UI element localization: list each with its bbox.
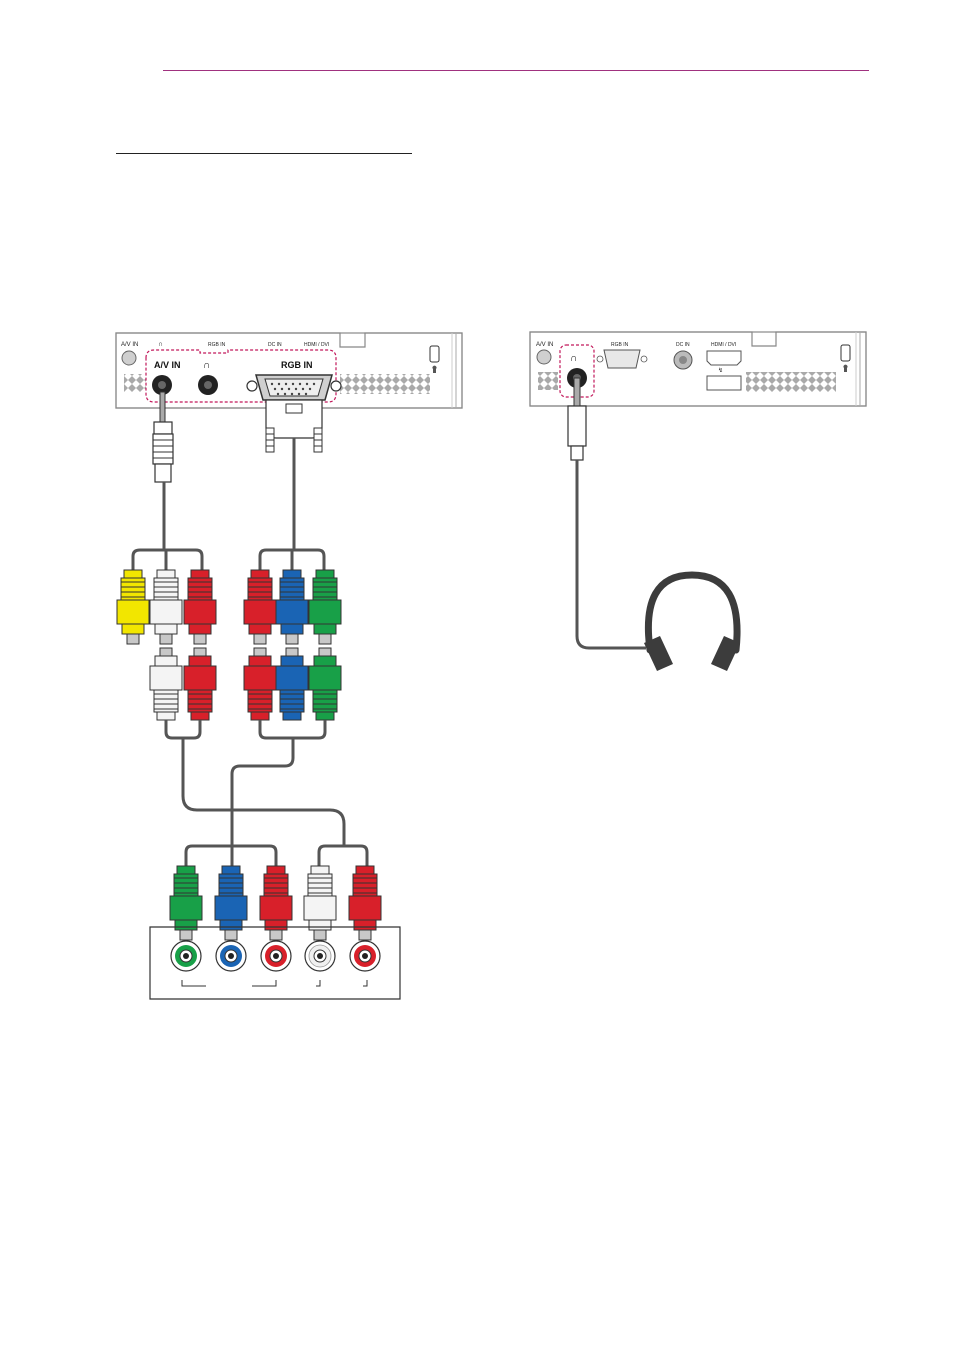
rca-plug-red-component-2	[244, 648, 276, 720]
rca-jack-white	[305, 941, 335, 971]
rca-plug-blue-component-2	[276, 648, 308, 720]
lock-icon-right	[844, 365, 848, 372]
usb-icon: ↯	[718, 367, 723, 374]
projector-rear-panel-left: A/V IN ∩ RGB IN DC IN HDMI / DVI A/V IN …	[116, 333, 462, 408]
rca-plug-white-bottom	[304, 866, 336, 940]
panel-label-hdmi-dvi: HDMI / DVI	[304, 342, 329, 348]
headphone-icon-right: ∩	[570, 353, 577, 364]
panel-label-rgb-in-right: RGB IN	[611, 342, 629, 348]
rca-plug-green-bottom	[170, 866, 202, 940]
rca-jack-green	[171, 941, 201, 971]
component-cable-route	[232, 720, 325, 846]
rca-plug-red-audio-2	[184, 648, 216, 720]
headphone-icon: ∩	[203, 360, 210, 371]
rca-plug-red-component	[244, 570, 276, 644]
rca-plug-yellow-video	[117, 570, 149, 644]
highlight-label-av-in: A/V IN	[154, 360, 181, 370]
rca-plug-blue-component	[276, 570, 308, 644]
rca-plug-white-audio-2	[150, 648, 182, 720]
audio-group-bracket	[316, 980, 367, 986]
rca-plug-white-audio	[150, 570, 182, 644]
panel-label-av-in-right: A/V IN	[536, 342, 553, 348]
lock-icon	[432, 366, 436, 373]
rca-plug-green-component-2	[309, 648, 341, 720]
rca-plug-red-bottom	[260, 866, 292, 940]
vent-grille	[124, 374, 146, 392]
rca-plug-green-component	[309, 570, 341, 644]
panel-label-rgb-in: RGB IN	[208, 342, 226, 348]
rca-jack-red-audio	[350, 941, 380, 971]
rca-plug-red-audio-bottom	[349, 866, 381, 940]
audio-cable-split-bottom	[319, 846, 367, 866]
av-in-port-small	[122, 351, 136, 365]
highlight-label-rgb-in: RGB IN	[281, 360, 313, 370]
vent-grille	[746, 372, 836, 392]
component-cable-split-bottom	[186, 846, 276, 866]
kensington-lock-icon-right	[841, 345, 850, 361]
panel-label-av-in: A/V IN	[121, 342, 138, 348]
panel-label-hdmi-dvi-right: HDMI / DVI	[711, 342, 736, 348]
component-group-bracket	[182, 980, 276, 986]
av-in-port-small-right	[537, 350, 551, 364]
panel-label-dc-in-right: DC IN	[676, 342, 690, 348]
vent-grille	[340, 374, 430, 394]
av-cable-split	[133, 550, 202, 570]
rgb-in-vga-port-right	[604, 350, 640, 368]
rca-jack-red	[261, 941, 291, 971]
kensington-lock-icon	[430, 346, 439, 362]
usb-port-right	[707, 376, 741, 390]
rca-plug-red-audio	[184, 570, 216, 644]
rca-jack-blue	[216, 941, 246, 971]
panel-label-dc-in: DC IN	[268, 342, 282, 348]
headphone-cable	[577, 460, 646, 648]
headphones-icon	[644, 575, 740, 671]
hdmi-port-right	[707, 351, 741, 365]
rgb-cable-split	[260, 550, 324, 570]
rca-plug-blue-bottom	[215, 866, 247, 940]
vent-grille	[538, 372, 558, 390]
panel-label-headphone: ∩	[158, 341, 163, 348]
